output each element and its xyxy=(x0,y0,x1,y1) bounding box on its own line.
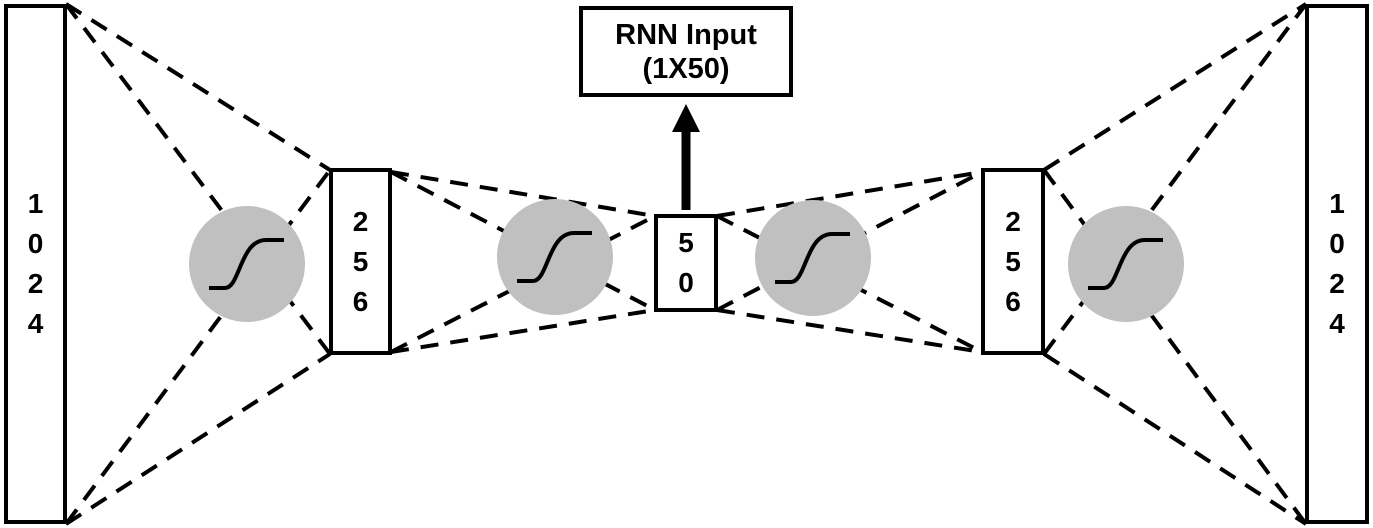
layer-size-digit: 0 xyxy=(1329,228,1345,259)
connection-line xyxy=(1042,168,1308,526)
connection-line xyxy=(390,170,656,218)
sigmoid-icon xyxy=(209,238,284,290)
connection-line xyxy=(716,308,983,354)
connection-line xyxy=(716,214,983,354)
layer-size-digit: 6 xyxy=(1005,285,1021,317)
layer-size-digit: 6 xyxy=(352,285,369,317)
layer-size-digit: 2 xyxy=(1329,268,1345,299)
layer-size-digit: 5 xyxy=(352,245,369,277)
layer-size-digit: 4 xyxy=(1329,308,1345,339)
activation-node xyxy=(755,200,871,316)
sigmoid-icon xyxy=(1088,238,1163,290)
output-layer-label: 1 0 2 4 xyxy=(1329,184,1345,344)
layer-size-digit: 5 xyxy=(678,227,694,258)
layer-size-digit: 4 xyxy=(27,308,44,339)
activation-node xyxy=(497,199,613,315)
decoder-hidden-layer-box: 2 5 6 xyxy=(981,168,1045,355)
connection-line xyxy=(64,352,332,526)
connection-line xyxy=(1042,352,1308,526)
sigmoid-icon xyxy=(517,231,592,283)
layer-size-digit: 0 xyxy=(27,228,44,259)
activation-node xyxy=(1068,206,1184,322)
connection-line xyxy=(1042,2,1308,172)
connection-line xyxy=(716,170,983,218)
rnn-input-box: RNN Input (1X50) xyxy=(579,6,793,97)
layer-size-digit: 2 xyxy=(27,268,44,299)
rnn-input-title: RNN Input xyxy=(615,18,757,51)
connection-line xyxy=(390,170,656,312)
connection-line xyxy=(390,308,656,354)
input-layer-box: 1 0 2 4 xyxy=(4,4,67,524)
connection-line xyxy=(390,214,656,354)
encoder-hidden-layer-label: 2 5 6 xyxy=(353,202,369,322)
layer-size-digit: 0 xyxy=(678,267,694,298)
encoder-hidden-layer-box: 2 5 6 xyxy=(329,168,392,355)
activation-node xyxy=(189,206,305,322)
decoder-hidden-layer-label: 2 5 6 xyxy=(1005,202,1021,322)
arrow-up-icon xyxy=(672,104,700,210)
sigmoid-icon xyxy=(775,232,850,284)
input-layer-label: 1 0 2 4 xyxy=(28,184,44,344)
layer-size-digit: 2 xyxy=(352,205,369,237)
layer-size-digit: 1 xyxy=(27,188,44,219)
rnn-input-shape: (1X50) xyxy=(642,52,730,85)
output-layer-box: 1 0 2 4 xyxy=(1305,4,1369,524)
layer-size-digit: 2 xyxy=(1005,205,1021,237)
connection-line xyxy=(64,168,332,526)
connection-line xyxy=(64,2,332,172)
layer-size-digit: 5 xyxy=(1005,245,1021,277)
layer-size-digit: 1 xyxy=(1329,188,1345,219)
connection-line xyxy=(716,170,983,312)
